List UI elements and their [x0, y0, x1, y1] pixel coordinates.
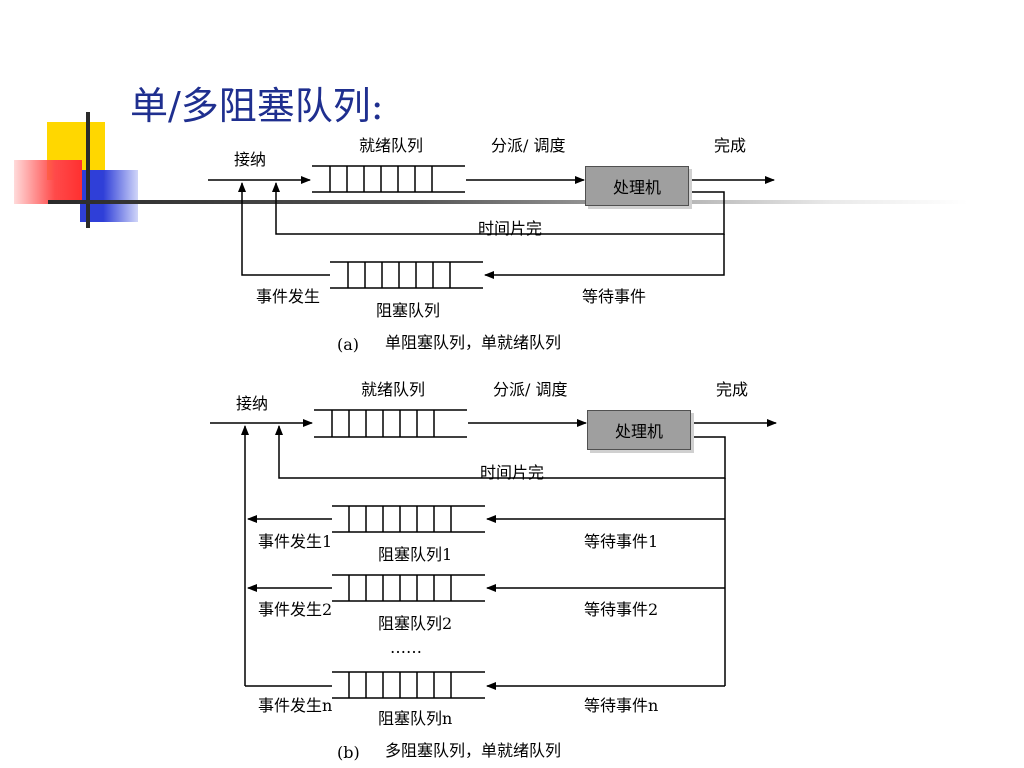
event-occur-arrow-a: [238, 182, 330, 276]
event-occur-2-label: 事件发生2: [258, 600, 333, 619]
deco-red-square: [14, 160, 82, 204]
event-occur-n-label: 事件发生n: [258, 696, 333, 715]
ready-queue-label-a: 就绪队列: [359, 136, 424, 155]
wait-event-arrow-a: [484, 234, 725, 279]
blocked-queue-1: [332, 505, 485, 533]
event-occur-label-a: 事件发生: [256, 287, 321, 306]
wait-event-1-label: 等待事件1: [584, 532, 659, 551]
event-occur-1-label: 事件发生1: [258, 532, 333, 551]
time-slice-label-b: 时间片完: [480, 463, 545, 482]
accept-label-a: 接纳: [234, 150, 267, 169]
processor-a: 处理机: [585, 166, 689, 206]
ready-queue-b: [314, 409, 467, 438]
blocked-queue-n: [332, 671, 485, 699]
time-slice-label-a: 时间片完: [478, 219, 543, 238]
dispatch-label-b: 分派/ 调度: [493, 380, 568, 399]
caption-b: 多阻塞队列，单就绪队列: [385, 741, 562, 760]
ellipsis-label: ……: [390, 638, 422, 657]
caption-tag-b: (b): [337, 743, 360, 762]
blocked-queue-2: [332, 574, 485, 602]
ready-queue-label-b: 就绪队列: [361, 380, 426, 399]
wait-event-label-a: 等待事件: [582, 287, 647, 306]
diagram-a-lines: [208, 165, 775, 289]
page-title: 单/多阻塞队列:: [130, 84, 384, 128]
processor-b: 处理机: [587, 410, 691, 450]
done-label-a: 完成: [714, 136, 747, 155]
blocked-queue-2-label: 阻塞队列2: [378, 614, 453, 633]
wait-event-2-label: 等待事件2: [584, 600, 659, 619]
accept-label-b: 接纳: [236, 394, 269, 413]
deco-horizontal-line: [48, 200, 968, 204]
diagram-b-lines: [210, 409, 777, 699]
blocked-queue-n-label: 阻塞队列n: [378, 709, 453, 728]
blocked-queue-a: [330, 261, 483, 289]
wait-event-n-label: 等待事件n: [584, 696, 659, 715]
deco-vertical-line: [86, 112, 90, 228]
blocked-queue-label-a: 阻塞队列: [376, 301, 441, 320]
blocked-queue-1-label: 阻塞队列1: [378, 545, 453, 564]
ready-queue-a: [312, 165, 465, 193]
done-label-b: 完成: [716, 380, 749, 399]
caption-a: 单阻塞队列，单就绪队列: [385, 333, 562, 352]
dispatch-label-a: 分派/ 调度: [491, 136, 566, 155]
caption-tag-a: (a): [337, 335, 360, 354]
